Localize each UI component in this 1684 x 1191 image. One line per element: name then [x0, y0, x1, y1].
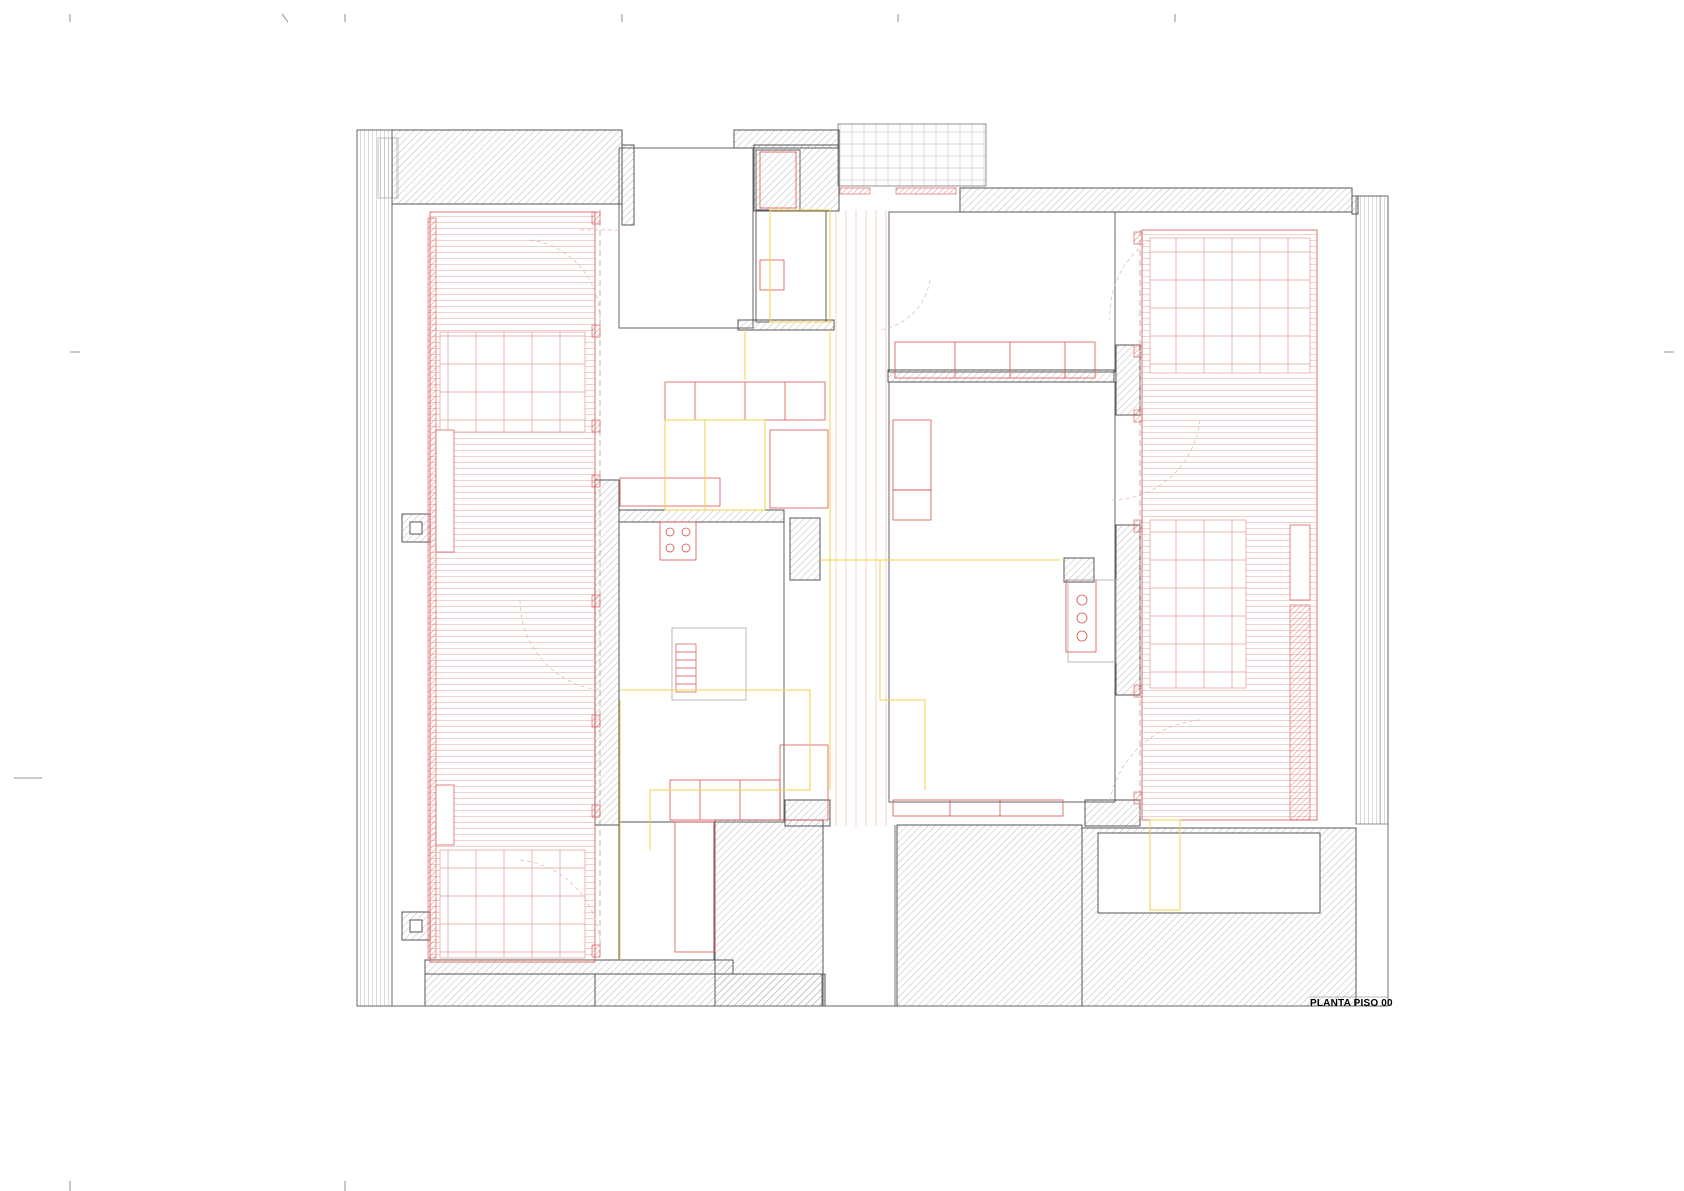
services-overlay: [619, 209, 1181, 960]
chimney-stacks: [401, 513, 431, 941]
central-corridor: [835, 210, 887, 826]
structural-walls: [391, 129, 1359, 1007]
outer-terraces: [356, 123, 1389, 1007]
staircase: [675, 643, 697, 693]
drawing-title: PLANTA PISO 00: [1310, 998, 1393, 1009]
central-rooms: [618, 147, 1321, 961]
island-table: [671, 579, 1117, 701]
sheet-crop-marks: [14, 13, 1674, 1191]
right-wing-floor: [1141, 229, 1318, 821]
site-boundary: [356, 129, 1389, 1007]
window-jambs: [591, 187, 1143, 958]
left-wing-floor: [427, 211, 596, 963]
